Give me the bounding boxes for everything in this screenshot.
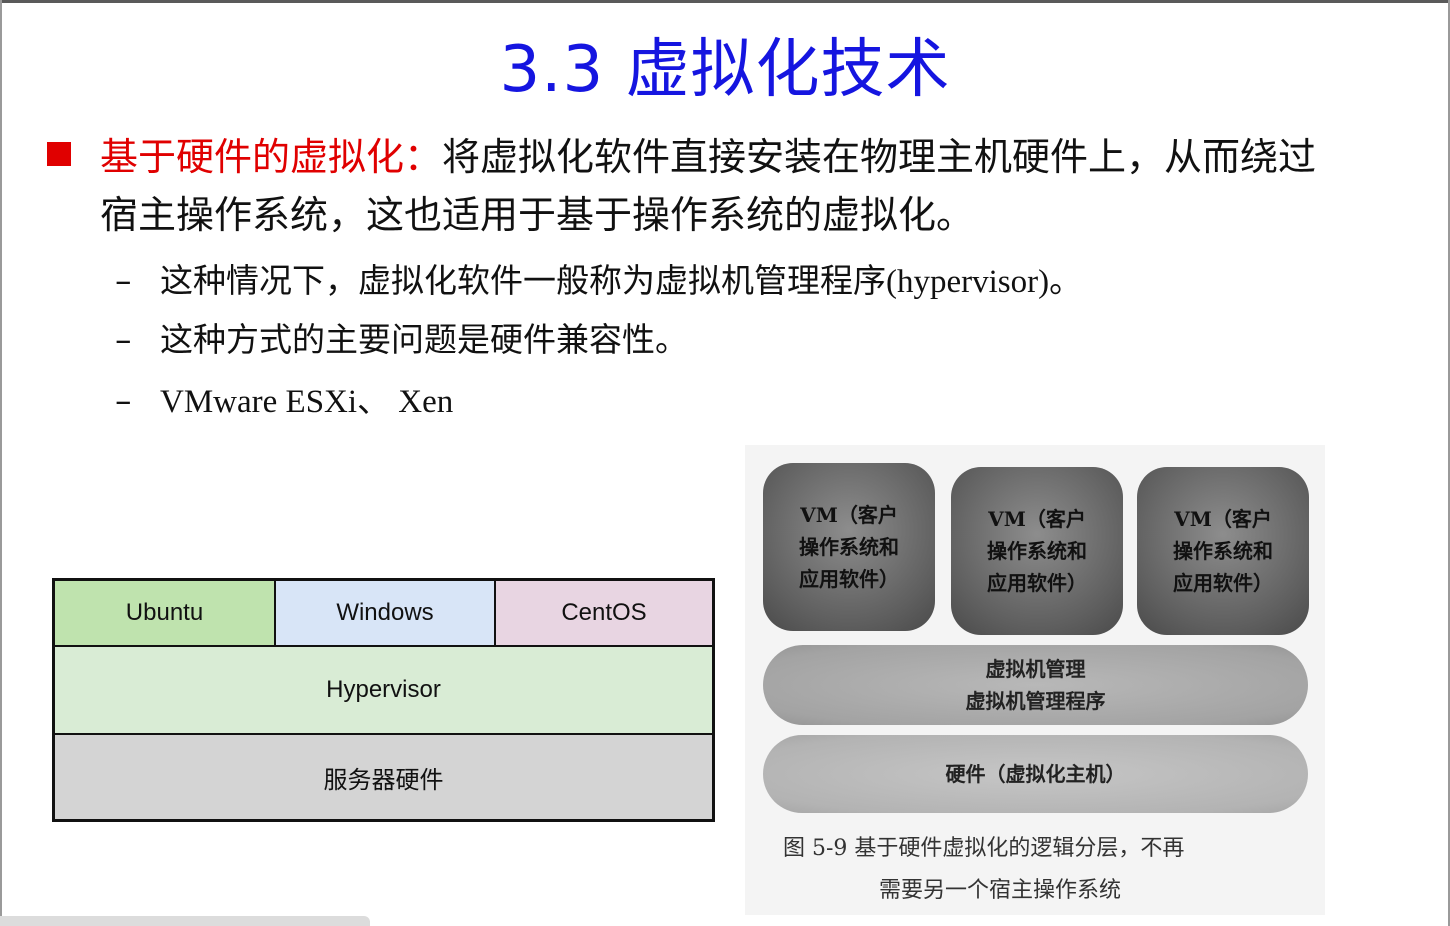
hypervisor-layer: Hypervisor: [54, 646, 713, 734]
hardware-layer: 服务器硬件: [54, 734, 713, 820]
main-bullet-text: 基于硬件的虚拟化：将虚拟化软件直接安装在物理主机硬件上，从而绕过 宿主操作系统，…: [100, 128, 1420, 244]
dash-icon: –: [115, 320, 132, 359]
sub-item-text: 这种情况下，虚拟化软件一般称为虚拟机管理程序: [160, 261, 886, 300]
bullet-line1: 将虚拟化软件直接安装在物理主机硬件上，从而绕过: [442, 135, 1317, 179]
bullet-square-icon: [47, 142, 71, 166]
virtualization-stack-diagram: Ubuntu Windows CentOS Hypervisor 服务器硬件: [52, 578, 715, 822]
scrollbar[interactable]: [0, 916, 370, 926]
sub-item-tail: 。: [1049, 261, 1083, 300]
sub-item-2: –这种方式的主要问题是硬件兼容性。: [115, 313, 688, 361]
figure-vm-box: VM（客户操作系统和应用软件）: [763, 463, 935, 631]
vm-windows: Windows: [275, 580, 495, 646]
bullet-lead: 基于硬件的虚拟化：: [100, 135, 443, 179]
figure-caption: 图 5-9 基于硬件虚拟化的逻辑分层，不再 需要另一个宿主操作系统: [783, 836, 1185, 903]
sub-item-text: 这种方式的主要问题是硬件兼容性。: [160, 320, 688, 359]
top-border: [0, 0, 1450, 3]
right-border: [1448, 0, 1450, 926]
sub-item-3: –VMware ESXi、 Xen: [115, 374, 453, 422]
scanned-figure: VM（客户操作系统和应用软件） VM（客户操作系统和应用软件） VM（客户操作系…: [745, 445, 1325, 915]
bullet-line2: 宿主操作系统，这也适用于基于操作系统的虚拟化。: [100, 193, 975, 237]
vm-ubuntu: Ubuntu: [54, 580, 275, 646]
figure-hardware-band: 硬件（虚拟化主机）: [763, 735, 1308, 813]
figure-vm-box: VM（客户操作系统和应用软件）: [951, 467, 1123, 635]
dash-icon: –: [115, 261, 132, 300]
figure-hypervisor-band: 虚拟机管理虚拟机管理程序: [763, 645, 1308, 725]
sub-item-serif: (hypervisor): [886, 264, 1050, 300]
sub-item-serif: VMware ESXi、 Xen: [160, 384, 454, 420]
left-border: [0, 0, 2, 926]
figure-vm-box: VM（客户操作系统和应用软件）: [1137, 467, 1309, 635]
sub-item-1: –这种情况下，虚拟化软件一般称为虚拟机管理程序(hypervisor)。: [115, 254, 1082, 302]
vm-centos: CentOS: [495, 580, 713, 646]
slide-title: 3.3 虚拟化技术: [499, 33, 951, 107]
dash-icon: –: [115, 381, 132, 420]
